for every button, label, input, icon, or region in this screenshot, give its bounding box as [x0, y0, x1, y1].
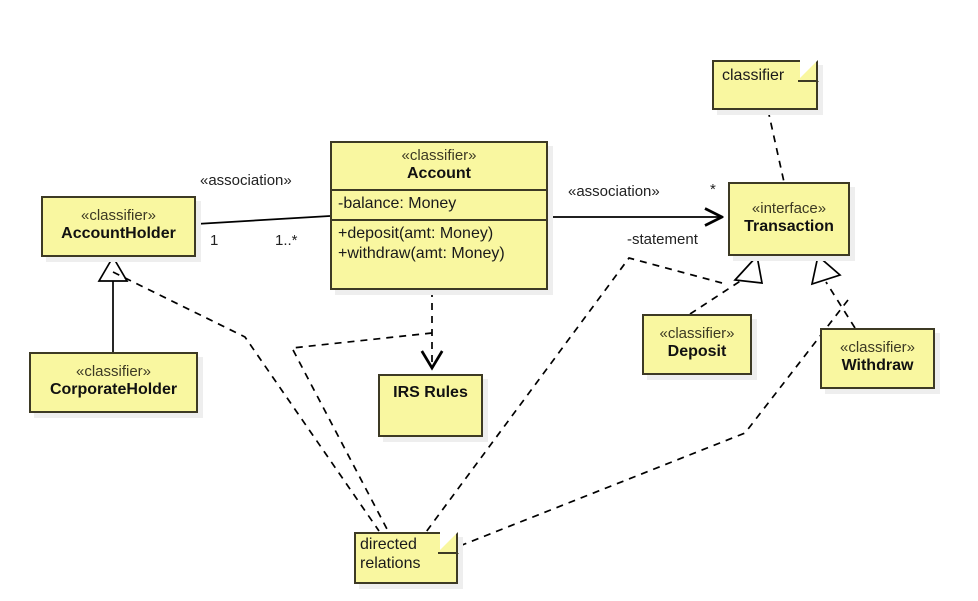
- corporateholder-header: «classifier» CorporateHolder: [31, 359, 196, 405]
- transaction-name: Transaction: [744, 217, 834, 235]
- accountholder-header: «classifier» AccountHolder: [43, 203, 194, 249]
- note-directed-relations-text: directed relations: [360, 536, 421, 572]
- label-multiplicity-transaction: *: [710, 181, 716, 198]
- deposit-stereotype: «classifier»: [659, 325, 735, 343]
- edge-note-classifier-transaction: [767, 109, 785, 183]
- label-association-right: «association»: [568, 183, 660, 200]
- label-multiplicity-account: 1..*: [275, 232, 298, 249]
- edge-withdraw-transaction: [810, 254, 856, 329]
- edge-accountholder-account: [195, 215, 331, 225]
- deposit-header: «classifier» Deposit: [644, 321, 750, 367]
- class-accountholder[interactable]: «classifier» AccountHolder: [41, 196, 196, 257]
- class-withdraw[interactable]: «classifier» Withdraw: [820, 328, 935, 389]
- note-classifier[interactable]: classifier: [712, 58, 820, 110]
- class-deposit[interactable]: «classifier» Deposit: [642, 314, 752, 375]
- label-role-statement: -statement: [627, 231, 698, 248]
- class-irsrules[interactable]: IRS Rules: [378, 374, 483, 437]
- note-directed-relations-foldline-icon: [438, 531, 459, 554]
- withdraw-header: «classifier» Withdraw: [822, 335, 933, 381]
- withdraw-name: Withdraw: [841, 357, 914, 375]
- accountholder-name: AccountHolder: [61, 225, 176, 243]
- note-classifier-text: classifier: [722, 67, 785, 84]
- note-classifier-fold-icon: [800, 58, 820, 78]
- account-name: Account: [407, 164, 471, 182]
- label-association-left: «association»: [200, 172, 292, 189]
- edge-corporateholder-accountholder: [97, 255, 129, 352]
- note-classifier-foldline-icon: [798, 59, 819, 82]
- irsrules-header: IRS Rules: [380, 376, 481, 408]
- deposit-name: Deposit: [667, 343, 727, 361]
- account-operation-deposit: +deposit(amt: Money): [338, 224, 494, 242]
- class-transaction[interactable]: «interface» Transaction: [728, 182, 850, 256]
- class-account[interactable]: «classifier» Account -balance: Money +de…: [330, 141, 548, 290]
- account-header: «classifier» Account: [332, 143, 546, 189]
- class-corporateholder[interactable]: «classifier» CorporateHolder: [29, 352, 198, 413]
- accountholder-stereotype: «classifier»: [80, 207, 157, 225]
- label-multiplicity-accountholder: 1: [210, 232, 219, 249]
- withdraw-stereotype: «classifier»: [839, 339, 916, 357]
- account-operations: +deposit(amt: Money) +withdraw(amt: Mone…: [332, 218, 546, 269]
- transaction-stereotype: «interface»: [751, 199, 827, 217]
- account-attribute-balance: -balance: Money: [338, 195, 457, 213]
- edge-deposit-transaction: [689, 254, 764, 315]
- account-attributes: -balance: Money: [332, 189, 546, 218]
- corporateholder-stereotype: «classifier»: [75, 363, 152, 381]
- account-operation-withdraw: +withdraw(amt: Money): [338, 244, 505, 262]
- corporateholder-name: CorporateHolder: [49, 381, 178, 399]
- account-stereotype: «classifier»: [401, 147, 477, 164]
- irsrules-name: IRS Rules: [393, 384, 468, 401]
- note-directed-relations[interactable]: directed relations: [354, 530, 460, 584]
- transaction-header: «interface» Transaction: [730, 196, 848, 242]
